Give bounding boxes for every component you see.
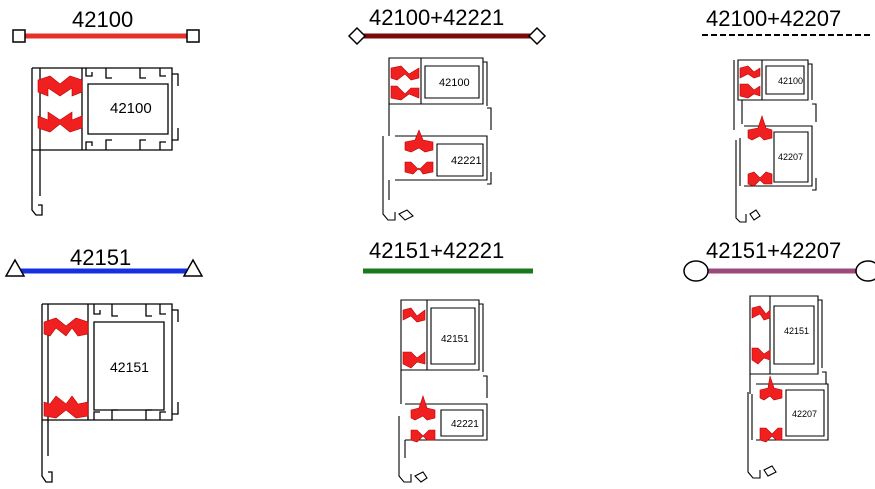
legend-title-42151: 42151 bbox=[70, 245, 132, 270]
diamond-marker-right bbox=[527, 26, 547, 46]
square-marker-left bbox=[12, 29, 26, 43]
profile-label-42100-b: 42100 bbox=[778, 76, 803, 86]
legend-line-42100-42207 bbox=[702, 34, 872, 36]
legend-line-42151-42207 bbox=[683, 260, 875, 282]
profile-drawing-42151: 42151 bbox=[41, 303, 179, 483]
legend-title-42100: 42100 bbox=[72, 7, 134, 32]
profile-cell-42151-42207: 42151+42207 42151 42207 bbox=[582, 240, 875, 488]
profile-label-42100-a: 42100 bbox=[439, 77, 470, 89]
profile-cell-42100-42207: 42100+42207 42100 42207 bbox=[582, 0, 873, 244]
profile-cell-42100: 42100 42100 bbox=[0, 0, 291, 244]
profile-label-42221-a: 42221 bbox=[451, 155, 482, 167]
profile-drawing-42100: 42100 bbox=[31, 67, 179, 216]
legend-line-42100 bbox=[12, 29, 200, 43]
profile-drawing-42100-42207: 42100 42207 bbox=[733, 59, 817, 223]
diamond-marker-left bbox=[347, 26, 367, 46]
triangle-marker-right bbox=[182, 258, 204, 277]
profile-drawing-42151-42207: 42151 42207 bbox=[747, 295, 829, 479]
legend-line-42151-42221 bbox=[363, 268, 533, 274]
legend-line-42100-42221 bbox=[347, 26, 547, 46]
profile-label-42207-d: 42207 bbox=[792, 409, 817, 419]
profile-label-42151: 42151 bbox=[110, 359, 149, 375]
profile-cell-42151-42221: 42151+42221 42151 42221 bbox=[291, 240, 582, 488]
legend-title-42100-42221: 42100+42221 bbox=[369, 5, 505, 30]
legend-title-42151-42207: 42151+42207 bbox=[706, 238, 842, 263]
circle-marker-right bbox=[855, 260, 875, 282]
circle-marker-left bbox=[683, 260, 709, 282]
profile-cell-42100-42221: 42100+42221 42100 42221 bbox=[291, 0, 582, 244]
profile-label-42207-b: 42207 bbox=[778, 152, 803, 162]
profile-drawing-42151-42221: 42151 42221 bbox=[398, 299, 488, 483]
square-marker-right bbox=[186, 29, 200, 43]
profile-label-42100: 42100 bbox=[110, 100, 152, 117]
legend-title-42151-42221: 42151+42221 bbox=[369, 238, 505, 263]
profile-label-42221-c: 42221 bbox=[451, 419, 479, 430]
legend-title-42100-42207: 42100+42207 bbox=[706, 6, 842, 31]
profile-drawing-42100-42221: 42100 42221 bbox=[382, 57, 492, 221]
profile-label-42151-c: 42151 bbox=[441, 334, 469, 345]
profile-label-42151-d: 42151 bbox=[784, 326, 809, 336]
triangle-marker-left bbox=[4, 258, 26, 277]
profile-cell-42151: 42151 42151 bbox=[0, 244, 291, 488]
legend-line-42151 bbox=[4, 258, 204, 277]
